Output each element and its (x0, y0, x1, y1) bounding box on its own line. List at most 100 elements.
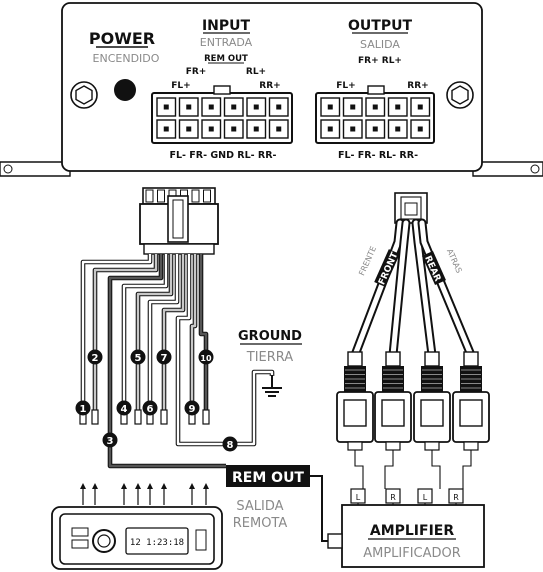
channel-tag-label: L (423, 493, 428, 502)
wire-number-badge (116, 400, 132, 416)
rem-out-label: REM OUT (232, 470, 304, 486)
input-label: INPUT (202, 18, 251, 34)
plug-tooth (203, 189, 211, 203)
pin-contact-icon (231, 104, 237, 110)
rem-out-section: REM OUT SALIDA REMOTA (226, 465, 310, 531)
wire-terminal (202, 409, 210, 425)
pin-contact-icon (253, 126, 259, 132)
pin-rl-plus: RL+ (246, 67, 266, 77)
rca-jack (452, 351, 490, 489)
wire-number: 9 (189, 404, 196, 415)
channel-tag-label: L (356, 493, 361, 502)
rca-cable (390, 220, 409, 358)
wire-number-badge (156, 349, 172, 365)
rca-front-sublabel: FRENTE (357, 245, 378, 277)
output-pin-rr-plus: RR+ (407, 81, 428, 91)
pin-contact-icon (350, 126, 356, 132)
pin-contact-icon (163, 104, 169, 110)
input-connector (151, 85, 293, 144)
rca-cable (352, 220, 403, 358)
pin-contact-icon (186, 126, 192, 132)
wire-number-badge (102, 432, 118, 448)
pin-contact-icon (417, 104, 423, 110)
wire-number-badge (184, 400, 200, 416)
wire-number-badge (130, 349, 146, 365)
output-label: OUTPUT (348, 18, 412, 34)
rca-jack (374, 351, 412, 489)
plug-tooth (145, 189, 154, 203)
pin-contact-icon (372, 126, 378, 132)
wire-terminal (134, 409, 142, 425)
pin-contact-icon (163, 126, 169, 132)
wire-number: 6 (147, 404, 154, 415)
harness-wire (148, 254, 179, 410)
pin-contact-icon (253, 104, 259, 110)
input-rem-out-label: REM OUT (204, 54, 248, 64)
ground-sublabel: TIERRA (246, 350, 294, 365)
amplifier-sublabel: AMPLIFICADOR (363, 546, 461, 561)
pin-fl-plus: FL+ (171, 81, 190, 91)
plug-tooth (191, 189, 200, 203)
output-pin-fl-plus: FL+ (336, 81, 355, 91)
pin-contact-icon (372, 104, 378, 110)
pin-contact-icon (208, 104, 214, 110)
pin-contact-icon (395, 104, 401, 110)
pin-contact-icon (417, 126, 423, 132)
screw-left-icon (70, 81, 98, 109)
rca-rear-sublabel: ATRAS (445, 247, 464, 274)
wire-number: 8 (227, 440, 234, 451)
harness-wire (176, 254, 191, 410)
wire-number: 1 (80, 404, 87, 415)
wire-number: 3 (107, 436, 114, 447)
screw-right-icon (446, 81, 474, 109)
wire-terminal (160, 409, 168, 425)
wire-number: 7 (161, 353, 168, 364)
output-bottom-pins: FL- FR- RL- RR- (338, 150, 418, 161)
wire-number: 5 (135, 353, 142, 364)
rca-cable (413, 220, 435, 358)
ground-label: GROUND (238, 329, 302, 344)
harness-wire (190, 254, 197, 410)
channel-tag-label: R (390, 493, 396, 502)
pin-contact-icon (327, 126, 333, 132)
rem-out-badge (226, 465, 310, 487)
pin-contact-icon (327, 104, 333, 110)
harness-plug (139, 187, 219, 255)
pin-contact-icon (186, 104, 192, 110)
pin-contact-icon (276, 126, 282, 132)
wire-number: 4 (121, 404, 128, 415)
harness-wire (81, 254, 152, 410)
wire-number: 2 (92, 353, 99, 364)
pin-contact-icon (208, 126, 214, 132)
output-pin-fr-rl-plus: FR+ RL+ (358, 56, 402, 66)
rca-jack (336, 351, 374, 489)
channel-tag-label: R (453, 493, 459, 502)
wire-number-badge (198, 349, 214, 365)
input-bottom-pins: FL- FR- GND RL- RR- (170, 150, 277, 161)
pin-contact-icon (350, 104, 356, 110)
wire-number-badge (142, 400, 158, 416)
harness-wire (122, 254, 168, 410)
wire-terminal (91, 409, 99, 425)
wire-number-badge (75, 400, 91, 416)
harness-wire (108, 410, 226, 468)
pin-contact-icon (276, 104, 282, 110)
unit-panel: POWER ENCENDIDO INPUT ENTRADA REM OUT FR… (0, 2, 543, 177)
head-unit: 12 1:23:18 (51, 506, 223, 570)
plug-tooth (157, 189, 165, 203)
power-led-icon (114, 79, 136, 101)
rem-out-sub2: REMOTA (233, 516, 288, 531)
pin-contact-icon (395, 126, 401, 132)
pin-contact-icon (231, 126, 237, 132)
harness-wire (108, 254, 163, 410)
harness-wire (199, 254, 208, 410)
output-connector (315, 85, 435, 144)
ground-icon (262, 375, 282, 397)
harness-wire (93, 254, 158, 410)
rca-cable (419, 220, 474, 358)
power-label: POWER (89, 29, 155, 48)
ground-section: GROUND TIERRA (238, 329, 302, 397)
